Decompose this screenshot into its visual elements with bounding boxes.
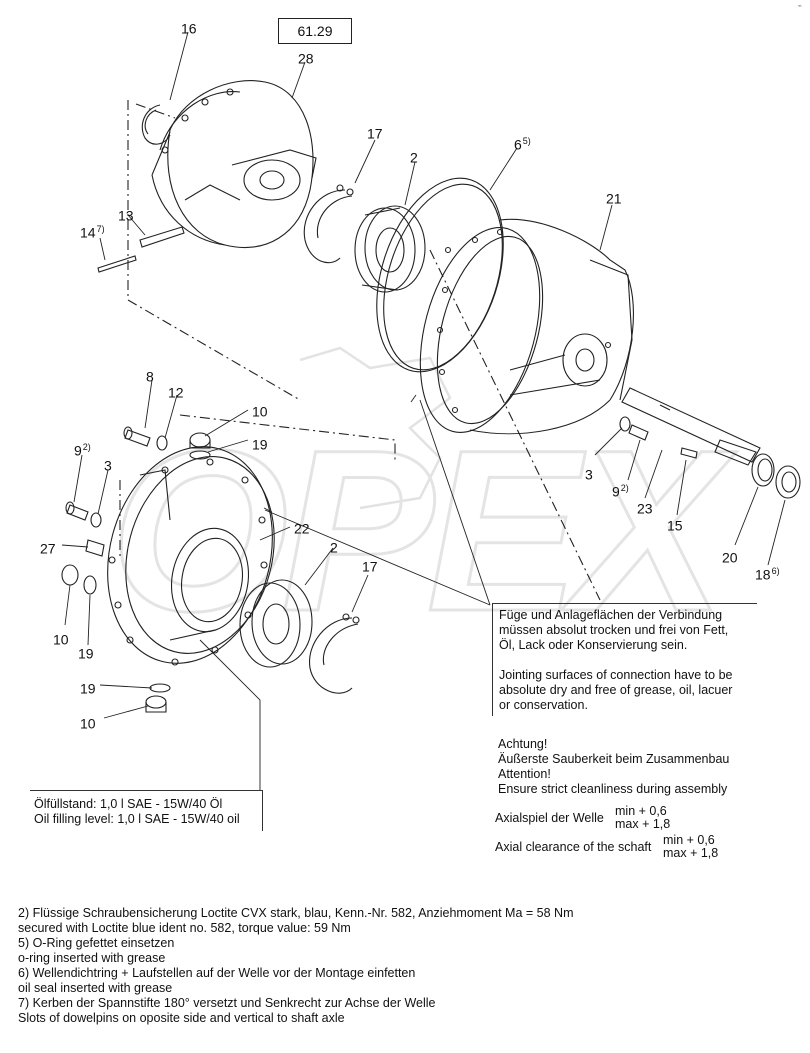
label-6: 65) <box>514 136 531 153</box>
part-19-seal-lower <box>149 683 171 693</box>
axial-clearance-en-min: min + 0,6 <box>663 833 715 847</box>
jointing-note-en-line-2: absolute dry and free of grease, oil, la… <box>499 683 733 697</box>
footnote-line: 6) Wellendichtring + Laufstellen auf der… <box>18 966 416 980</box>
jointing-note-de-line-3: Öl, Lack oder Konservierung sein. <box>499 638 688 652</box>
part-8-screw <box>123 426 151 447</box>
axial-play-de-label: Axialspiel der Welle <box>495 811 604 825</box>
label-20: 20 <box>722 549 738 566</box>
part-2-bearing-upper <box>354 205 426 293</box>
jointing-note-de-line-2: müssen absolut trocken und frei von Fett… <box>499 623 729 637</box>
part-19-seal-left <box>83 575 97 595</box>
part-9-screw-left <box>65 501 89 521</box>
label-2-lower: 2 <box>330 539 338 556</box>
label-9-left: 92) <box>74 442 91 459</box>
cleanliness-line-1: Achtung! <box>498 737 548 751</box>
axial-clearance-en-label: Axial clearance of the schaft <box>495 840 652 854</box>
assembly-axis-lines <box>119 100 601 601</box>
label-3-left: 3 <box>104 457 112 474</box>
corner-mark: ⌁ <box>797 3 802 10</box>
label-27: 27 <box>40 540 56 557</box>
label-10-left: 10 <box>53 631 69 648</box>
part-21-housing <box>419 218 634 435</box>
label-14: 147) <box>80 224 105 241</box>
part-28-upper-cover <box>151 80 317 249</box>
part-2-bearing-lower <box>239 579 313 668</box>
part-14-dowel-pin <box>97 255 137 273</box>
label-17-lower: 17 <box>362 558 378 575</box>
label-12: 12 <box>168 384 184 401</box>
label-28: 28 <box>298 50 314 67</box>
part-12-washer <box>156 435 168 451</box>
jointing-note-en-line-3: or conservation. <box>499 698 588 712</box>
part-20-ring <box>751 453 775 487</box>
axial-clearance-en-max: max + 1,8 <box>663 846 719 860</box>
part-23-shaft <box>621 387 761 466</box>
label-18: 186) <box>755 566 780 583</box>
label-22: 22 <box>294 520 310 537</box>
label-19-upper: 19 <box>252 436 268 453</box>
part-6-o-ring <box>376 177 504 373</box>
label-15: 15 <box>667 517 683 534</box>
label-21: 21 <box>606 190 622 207</box>
footnote-line: 5) O-Ring gefettet einsetzen <box>18 936 175 950</box>
part-18-oil-seal <box>775 465 801 499</box>
part-3-washer-right <box>619 416 631 432</box>
axial-play-de-max: max + 1,8 <box>615 817 671 831</box>
cleanliness-line-3: Attention! <box>498 767 551 781</box>
label-8: 8 <box>146 368 154 385</box>
jointing-note-en-line-1: Jointing surfaces of connection have to … <box>499 668 733 682</box>
footnote-line: oil seal inserted with grease <box>18 981 173 995</box>
footnote-line: 7) Kerben der Spannstifte 180° versetzt … <box>18 996 436 1010</box>
part-17-circlip-upper <box>303 184 354 264</box>
part-19-seal-upper <box>189 450 211 460</box>
part-17-circlip-lower <box>309 613 360 694</box>
oil-level-en: Oil filling level: 1,0 l SAE - 15W/40 oi… <box>34 812 240 826</box>
cleanliness-line-4: Ensure strict cleanliness during assembl… <box>498 782 728 796</box>
part-10-plug-left <box>61 564 79 586</box>
label-19-lower: 19 <box>80 680 96 697</box>
footnote-line: Slots of dowelpins on oposite side and v… <box>18 1011 345 1025</box>
part-16-circlip <box>141 104 171 145</box>
label-10-lower: 10 <box>80 715 96 732</box>
footnote-line: 2) Flüssige Schraubensicherung Loctite C… <box>18 906 574 920</box>
cleanliness-line-2: Äußerste Sauberkeit beim Zusammenbau <box>498 752 730 766</box>
oil-level-de: Ölfüllstand: 1,0 l SAE - 15W/40 Öl <box>34 797 223 811</box>
label-9-right: 92) <box>612 483 629 500</box>
oil-level-note: Ölfüllstand: 1,0 l SAE - 15W/40 Öl Oil f… <box>30 790 263 831</box>
label-2-upper: 2 <box>410 149 418 166</box>
label-19-left: 19 <box>78 645 94 662</box>
part-10-plug-lower <box>145 695 167 713</box>
part-10-plug-upper <box>189 432 211 449</box>
footnote-line: secured with Loctite blue ident no. 582,… <box>18 921 351 935</box>
part-13-dowel-pin <box>139 226 185 248</box>
watermark-text: OPEX <box>110 402 737 659</box>
label-10-upper: 10 <box>252 403 268 420</box>
leader-lines <box>61 31 786 790</box>
axial-play-de-min: min + 0,6 <box>615 804 667 818</box>
part-15-key <box>680 447 698 459</box>
label-3-right: 3 <box>585 466 593 483</box>
watermark: OPEX <box>109 346 746 661</box>
footnote-line: o-ring inserted with grease <box>18 951 166 965</box>
part-9-screw-right <box>628 424 649 441</box>
label-13: 13 <box>118 207 134 224</box>
part-27-fitting <box>85 539 105 557</box>
label-17-upper: 17 <box>367 125 383 142</box>
jointing-note: Füge und Anlageflächen der Verbindung mü… <box>492 603 757 716</box>
reference-number: 61.29 <box>278 18 352 44</box>
label-16: 16 <box>181 20 197 37</box>
jointing-note-de-line-1: Füge und Anlageflächen der Verbindung <box>499 608 723 622</box>
part-3-washer-left <box>90 512 102 528</box>
label-23: 23 <box>637 500 653 517</box>
